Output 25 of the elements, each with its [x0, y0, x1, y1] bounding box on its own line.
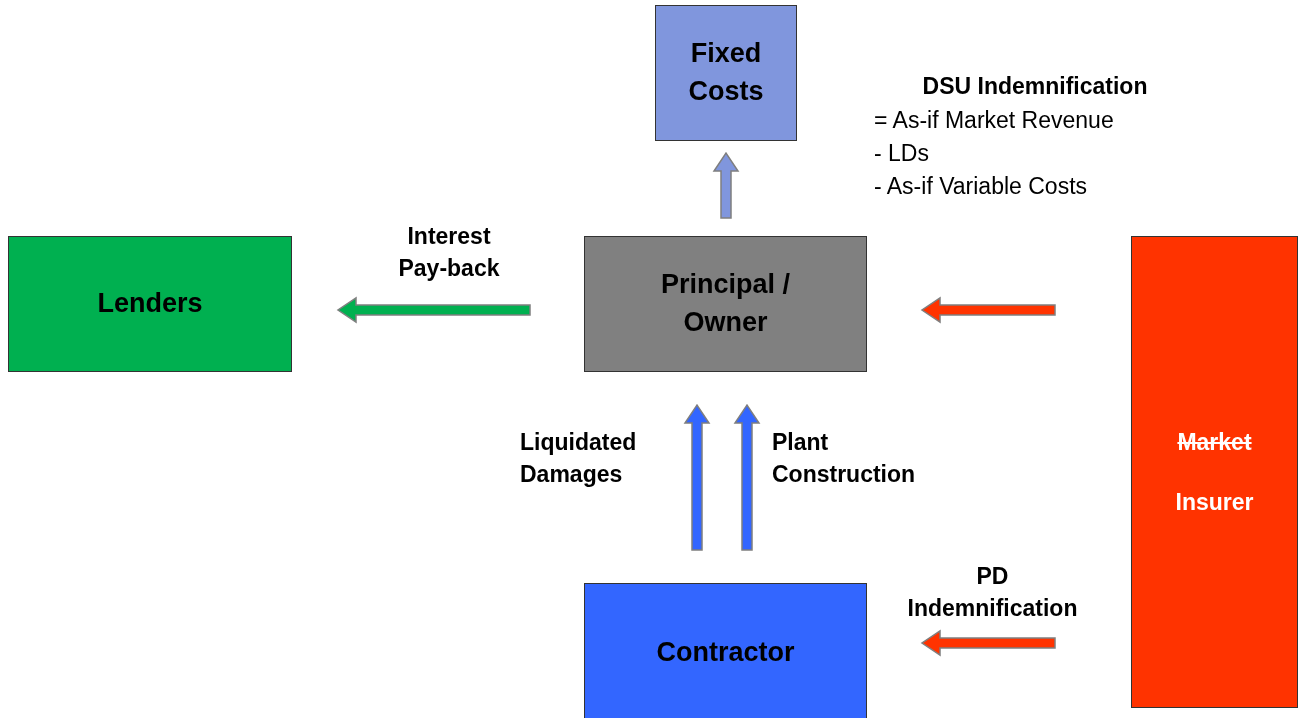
entity-box	[655, 5, 797, 141]
node-label: Market	[1177, 427, 1252, 457]
edge-label: Liquidated Damages	[520, 428, 638, 490]
edge-label: PD Indemnification	[906, 562, 1079, 624]
edge-label: Plant Construction	[772, 428, 917, 490]
node-label: Principal / Owner	[659, 268, 791, 339]
block-arrow	[920, 629, 1056, 657]
node-label: Lenders	[97, 287, 203, 321]
note-line: - LDs	[874, 139, 929, 168]
entity-box	[584, 236, 867, 372]
node-label: Fixed Costs	[687, 37, 765, 108]
block-arrow	[336, 296, 531, 324]
block-arrow	[683, 403, 711, 551]
block-arrow	[920, 296, 1056, 324]
entity-box	[584, 583, 867, 718]
note-line: - As-if Variable Costs	[874, 172, 1088, 201]
entity-box	[8, 236, 292, 372]
block-arrow	[712, 151, 740, 219]
block-arrow	[733, 403, 761, 551]
note-heading: DSU Indemnification	[921, 72, 1149, 101]
note-line: = As-if Market Revenue	[874, 106, 1114, 135]
node-label: Contractor	[656, 636, 795, 670]
entity-box	[1131, 236, 1298, 708]
node-label: Insurer	[1175, 488, 1254, 517]
edge-label: Interest Pay-back	[397, 222, 501, 284]
